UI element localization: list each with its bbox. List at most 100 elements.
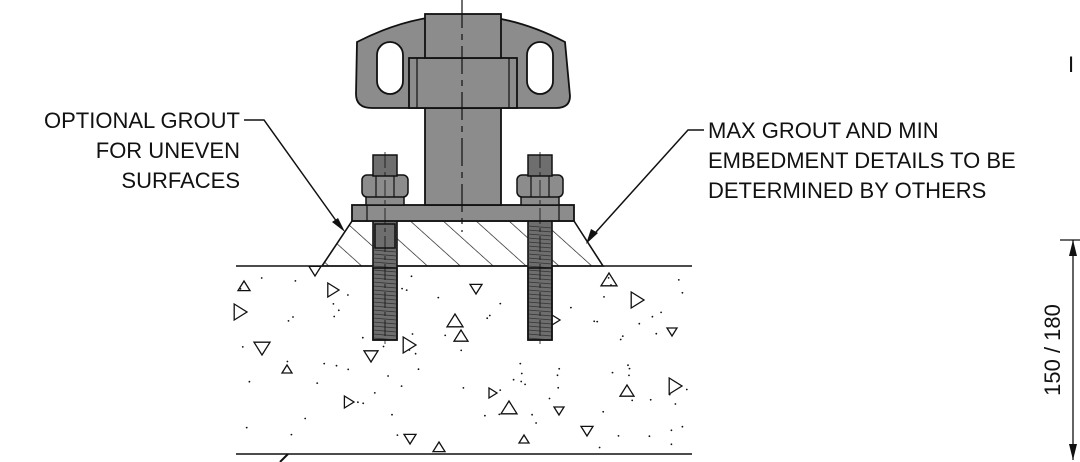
aggregate-dot (670, 443, 673, 446)
thread-line (372, 281, 398, 285)
aggregate-dot (556, 374, 559, 377)
aggregate-dot (648, 435, 651, 438)
aggregate-dot (557, 386, 560, 389)
aggregate-dot (347, 294, 349, 296)
grout-pad-hatched (320, 220, 605, 267)
aggregate-dot (260, 277, 263, 279)
callout-optional-grout-line3: SURFACES (121, 168, 240, 193)
aggregate-dot (548, 397, 551, 400)
aggregate-mark (307, 265, 323, 278)
aggregate-mark (552, 406, 566, 417)
edge-text-fragment: I (1068, 52, 1074, 77)
aggregate-dot (512, 378, 515, 381)
aggregate-dot (670, 429, 673, 432)
aggregate-dot (519, 362, 522, 365)
dim-arrow-top (1069, 240, 1077, 256)
aggregate-dot (417, 368, 420, 371)
aggregate-dot (486, 317, 489, 320)
aggregate-dot (524, 383, 526, 386)
aggregate-dot (245, 426, 248, 429)
aggregate-dot (596, 320, 599, 323)
thread-line (372, 317, 398, 321)
callout-optional-grout-line2: FOR UNEVEN (96, 138, 240, 163)
aggregate-dot (621, 335, 624, 337)
aggregate-dot (410, 275, 413, 278)
aggregate-mark (452, 328, 470, 342)
aggregate-mark (252, 341, 272, 357)
aggregate-dot (323, 362, 326, 365)
aggregate-dot (462, 387, 465, 389)
post-shaft (424, 107, 502, 206)
aggregate-mark (327, 281, 341, 299)
aggregate-dot (387, 375, 389, 377)
aggregate-dot (294, 280, 297, 282)
post-top (424, 13, 502, 59)
aggregate-dot (651, 315, 654, 318)
thread-line (527, 253, 553, 257)
aggregate-mark (362, 350, 380, 364)
aggregate-dot (685, 388, 688, 391)
slab-break-mark (279, 453, 289, 462)
aggregate-dot (558, 367, 561, 370)
callout-max-grout: MAX GROUT AND MIN EMBEDMENT DETAILS TO B… (586, 118, 1016, 244)
thread-line (372, 253, 398, 257)
aggregate-dot (660, 311, 662, 314)
aggregate-mark (280, 363, 294, 374)
aggregate-dot (391, 413, 393, 416)
aggregate-dot (411, 333, 414, 335)
aggregate-mark (668, 376, 684, 396)
aggregate-dot (361, 336, 364, 339)
thread-line (527, 233, 553, 237)
aggregate-mark (402, 335, 418, 355)
callout-optional-grout-line1: OPTIONAL GROUT (44, 108, 240, 133)
aggregate-dot (239, 288, 242, 290)
aggregate-dot (460, 349, 463, 352)
thread-line (372, 289, 398, 293)
aggregate-dot (611, 371, 614, 374)
aggregate-dot (382, 345, 385, 348)
aggregate-dot (333, 315, 336, 318)
aggregate-dot (631, 399, 634, 402)
aggregate-dot (290, 433, 293, 436)
aggregate-dot (668, 393, 671, 396)
aggregate-dot (610, 284, 612, 286)
aggregate-mark (445, 312, 465, 328)
aggregate-dot (241, 346, 244, 348)
callout-optional-grout: OPTIONAL GROUT FOR UNEVEN SURFACES (44, 108, 345, 232)
callout-max-grout-line2: EMBEDMENT DETAILS TO BE (708, 148, 1016, 173)
dim-arrow-bottom (1069, 444, 1077, 460)
aggregate-dot (332, 303, 335, 305)
aggregate-dot (414, 352, 417, 355)
grout-pad (320, 220, 605, 267)
aggregate-dot (677, 279, 680, 281)
slot-left (376, 41, 404, 95)
callout-max-grout-line3: DETERMINED BY OTHERS (708, 178, 986, 203)
aggregate-dot (316, 382, 319, 384)
aggregate-dot (498, 413, 501, 416)
aggregate-dot (655, 332, 658, 335)
aggregate-dot (628, 367, 631, 370)
aggregate-mark (233, 302, 249, 322)
aggregate-dot (602, 410, 605, 413)
aggregate-dot (628, 374, 630, 377)
leader-optional-grout (244, 119, 338, 223)
aggregate-dot (674, 403, 677, 405)
arrowhead-max-grout (586, 229, 598, 244)
aggregate-mark (499, 399, 519, 415)
thread-line (372, 309, 398, 313)
aggregate-dot (681, 291, 684, 294)
aggregate-mark (402, 433, 418, 446)
aggregate-dot (649, 398, 652, 401)
aggregate-mark (618, 383, 636, 397)
thread-line (527, 289, 553, 293)
aggregate-dot (437, 296, 440, 299)
aggregate-dot (362, 402, 365, 405)
aggregate-mark (488, 386, 499, 400)
slot-right (526, 41, 554, 95)
thread-line (527, 281, 553, 285)
aggregate-dot (287, 320, 290, 322)
aggregate-dot (531, 413, 533, 416)
aggregate-dot (444, 334, 447, 337)
aggregate-dot (408, 349, 411, 351)
aggregate-mark (517, 433, 531, 444)
